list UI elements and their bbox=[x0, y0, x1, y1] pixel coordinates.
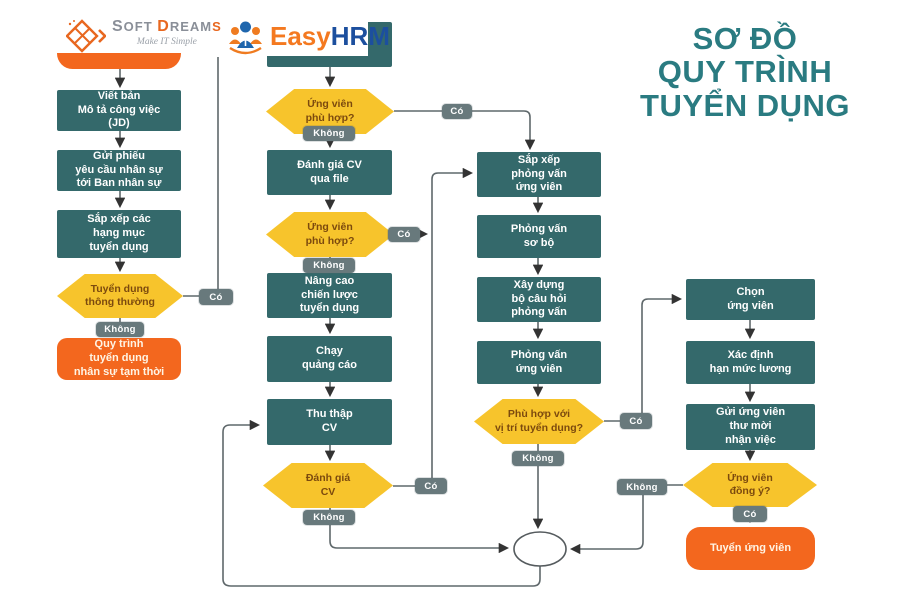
softdreams-wordmark: SOFT DREAMS Make IT Simple bbox=[112, 18, 222, 47]
badge-yes: Có bbox=[415, 478, 447, 494]
badge-no: Không bbox=[512, 451, 564, 466]
softdreams-tagline: Make IT Simple bbox=[136, 37, 197, 47]
connector bbox=[393, 167, 474, 487]
node-send-offer: Gửi ứng viên thư mời nhận việc bbox=[686, 404, 815, 450]
node-build-questions: Xây dựng bộ câu hỏi phỏng vấn bbox=[477, 277, 601, 322]
node-run-ads: Chạy quảng cáo bbox=[267, 336, 392, 382]
connector bbox=[604, 293, 683, 422]
softdreams-name: SOFT DREAMS bbox=[112, 18, 222, 35]
connector bbox=[394, 110, 536, 151]
decision-candidate-fit-1: Ứng viên phù hợp? bbox=[266, 89, 394, 134]
node-write-jd: Viết bản Mô tả công việc (JD) bbox=[57, 90, 181, 131]
easyhrm-people-icon bbox=[229, 21, 262, 55]
badge-no: Không bbox=[303, 510, 355, 525]
junction-circle bbox=[513, 531, 567, 567]
badge-yes: Có bbox=[442, 104, 472, 119]
decision-candidate-agree: Ứng viên đồng ý? bbox=[683, 463, 817, 507]
node-temp-staffing-process: Quy trình tuyển dụng nhân sự tạm thời bbox=[57, 338, 181, 380]
decision-candidate-fit-2: Ứng viên phù hợp? bbox=[266, 212, 394, 257]
badge-no: Không bbox=[617, 479, 667, 495]
badge-no: Không bbox=[96, 322, 144, 337]
softdreams-logo: SOFT DREAMS Make IT Simple bbox=[66, 18, 222, 56]
decision-position-fit: Phù hợp với vị trí tuyển dụng? bbox=[474, 399, 604, 444]
easyhrm-logo-card bbox=[196, 6, 368, 56]
connector bbox=[183, 57, 219, 297]
node-schedule-interview: Sắp xếp phỏng vấn ứng viên bbox=[477, 152, 601, 197]
node-define-salary: Xác định hạn mức lương bbox=[686, 341, 815, 384]
badge-no: Không bbox=[303, 258, 355, 273]
badge-yes: Có bbox=[733, 506, 767, 522]
decision-evaluate-cv: Đánh giá CV bbox=[263, 463, 393, 508]
node-send-request: Gửi phiếu yêu cầu nhân sự tới Ban nhân s… bbox=[57, 150, 181, 191]
connector bbox=[222, 419, 541, 587]
page-title: SƠ ĐỒ QUY TRÌNH TUYỂN DỤNG bbox=[640, 21, 850, 123]
node-choose-candidate: Chọn ứng viên bbox=[686, 279, 815, 320]
badge-yes: Có bbox=[199, 289, 233, 305]
node-improve-strategy: Nâng cao chiến lược tuyển dụng bbox=[267, 273, 392, 318]
node-preliminary-interview: Phỏng vấn sơ bộ bbox=[477, 215, 601, 258]
node-hire-candidate: Tuyển ứng viên bbox=[686, 527, 815, 570]
connector bbox=[329, 508, 510, 554]
node-interview-candidate: Phỏng vấn ứng viên bbox=[477, 341, 601, 384]
easyhrm-wordmark: EasyHRM bbox=[270, 21, 390, 51]
node-collect-cv: Thu thập CV bbox=[267, 399, 392, 445]
decision-normal-recruiting: Tuyển dụng thông thường bbox=[57, 274, 183, 318]
node-sort-categories: Sắp xếp các hạng mục tuyển dụng bbox=[57, 210, 181, 258]
badge-no: Không bbox=[303, 126, 355, 141]
node-review-cv-file: Đánh giá CV qua file bbox=[267, 150, 392, 195]
badge-yes: Có bbox=[620, 413, 652, 429]
badge-yes: Có bbox=[388, 227, 420, 242]
easyhrm-logo: EasyHRM bbox=[226, 18, 390, 58]
softdreams-diamond-icon bbox=[66, 19, 106, 53]
